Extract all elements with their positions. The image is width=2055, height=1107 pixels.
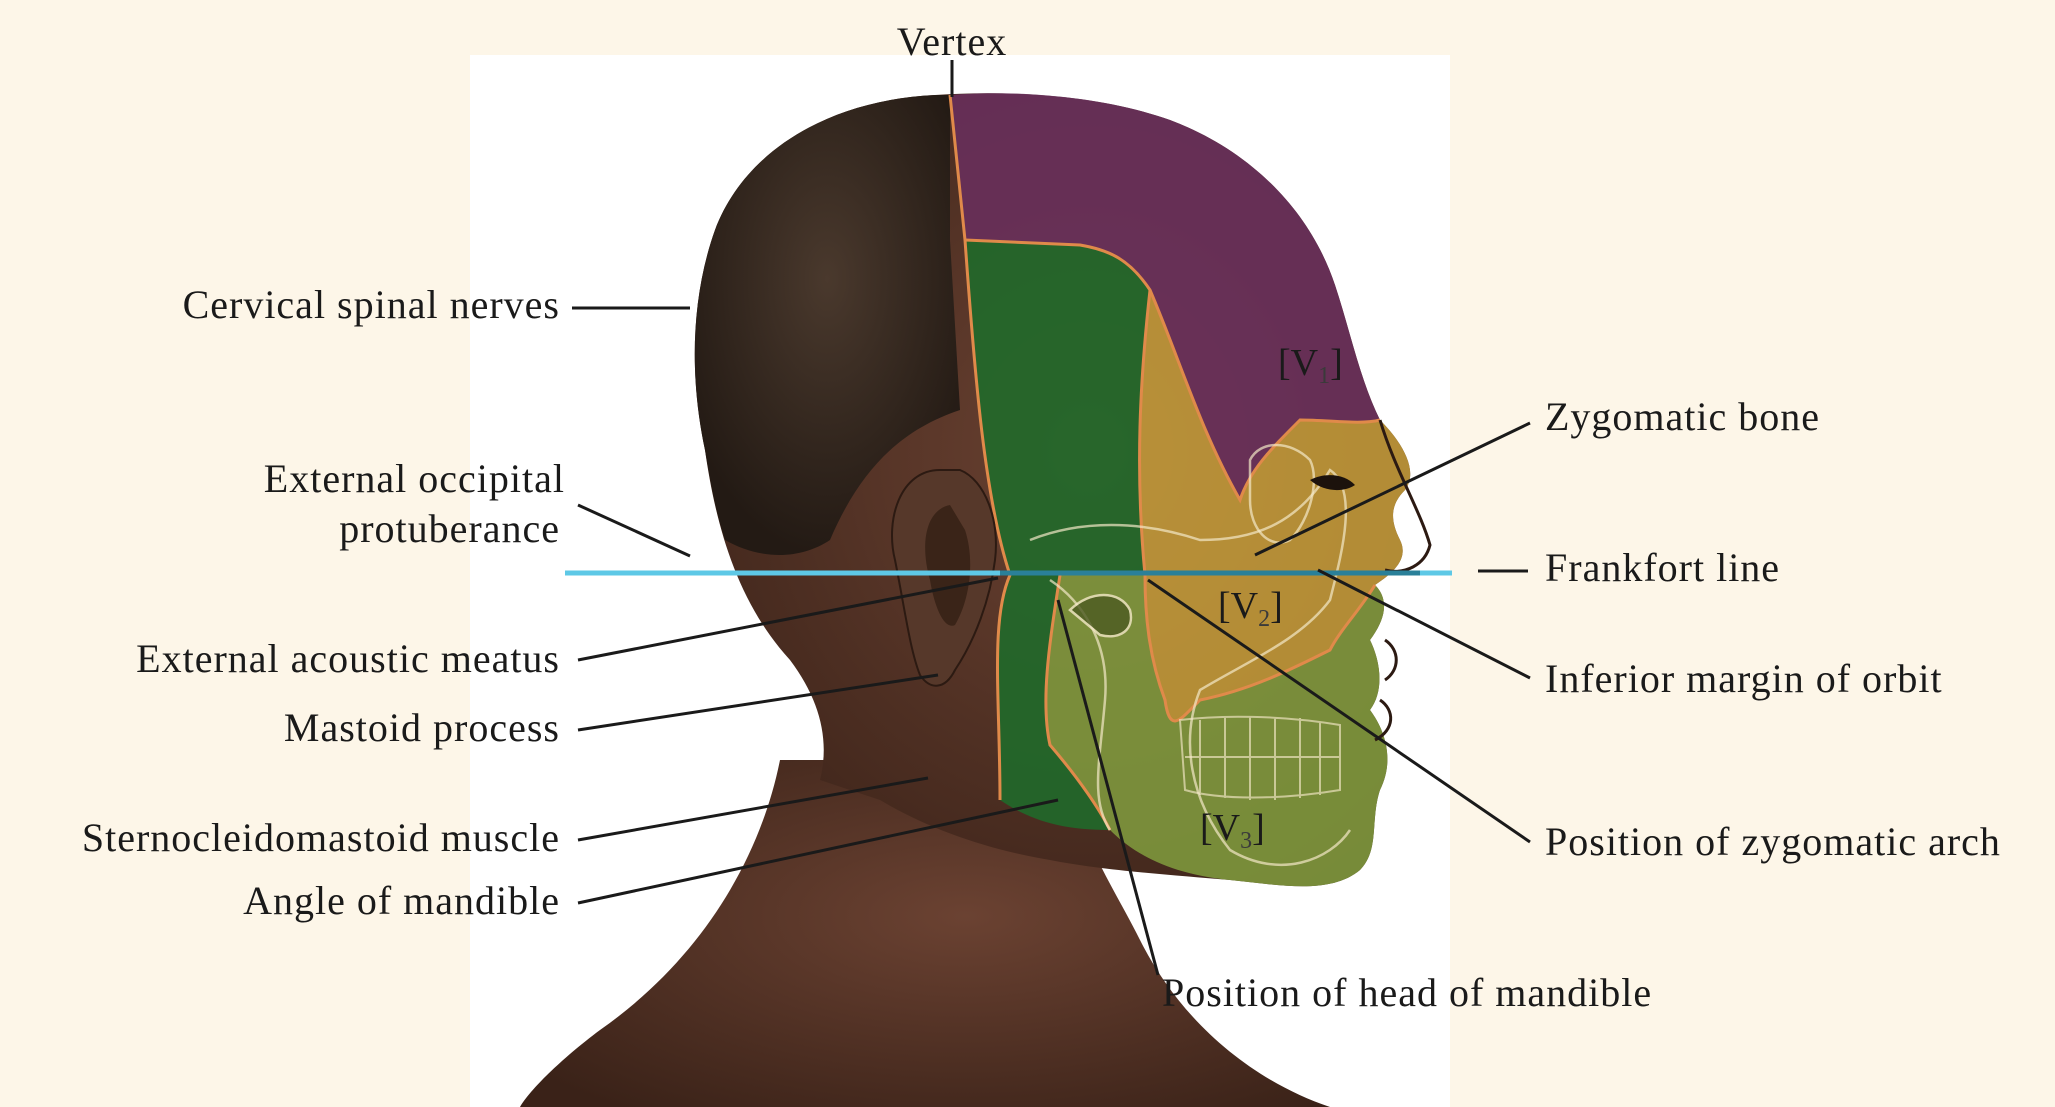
label-frankfort-line: Frankfort line: [1545, 545, 1780, 590]
zone-label-v3: [V3]: [1200, 807, 1265, 854]
zone-label-v2: [V2]: [1218, 585, 1283, 632]
zone-label-v1: [V1]: [1278, 342, 1343, 389]
label-position-of-head-of-mandible: Position of head of mandible: [1162, 970, 1652, 1015]
label-external-occipital-protuberance-line2: protuberance: [339, 506, 560, 551]
label-position-of-zygomatic-arch: Position of zygomatic arch: [1545, 819, 2001, 864]
label-cervical-spinal-nerves: Cervical spinal nerves: [183, 282, 560, 327]
label-zygomatic-bone: Zygomatic bone: [1545, 394, 1820, 439]
label-sternocleidomastoid-muscle: Sternocleidomastoid muscle: [82, 815, 560, 860]
label-external-acoustic-meatus: External acoustic meatus: [136, 636, 560, 681]
label-external-occipital-protuberance-line1: External occipital: [264, 456, 565, 501]
label-vertex: Vertex: [897, 19, 1007, 64]
label-mastoid-process: Mastoid process: [284, 705, 560, 750]
label-angle-of-mandible: Angle of mandible: [243, 878, 560, 923]
label-inferior-margin-of-orbit: Inferior margin of orbit: [1545, 656, 1943, 701]
